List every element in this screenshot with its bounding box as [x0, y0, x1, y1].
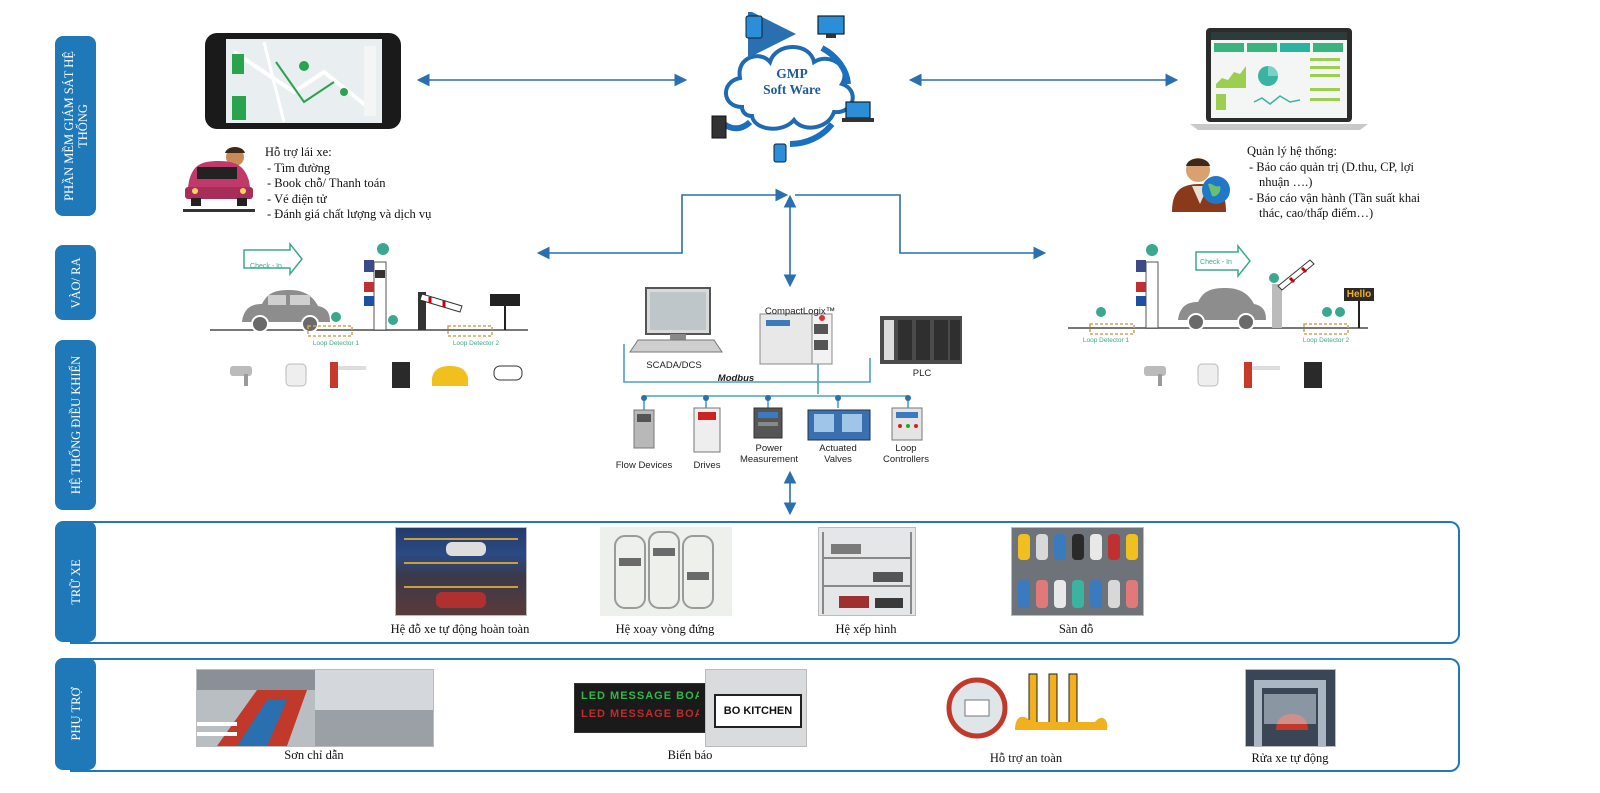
drive-icon: [693, 407, 721, 453]
scada-label: SCADA/DCS: [646, 360, 702, 371]
loop-controller-icon: [891, 407, 923, 441]
vehicle-outline-icon: [493, 365, 523, 381]
check-in-arrow: [243, 242, 303, 277]
storage-caption-automated: Hệ đỗ xe tự động hoàn toàn: [390, 622, 530, 636]
hello-sign-text: Hello: [1346, 289, 1372, 300]
driver-support-text: Hỗ trợ lái xe: Tìm đường Book chỗ/ Thanh…: [265, 145, 431, 223]
guidance-paint-photo: [196, 669, 434, 747]
storage-caption-rotary: Hệ xoay vòng đứng: [615, 622, 715, 636]
exit-loop-detector-2: [1303, 323, 1349, 335]
tablet-icon: [745, 15, 763, 39]
arrow-entry-lane: [536, 188, 789, 260]
exit-loop2-label: Loop Detector 2: [1302, 337, 1350, 344]
exit-loop-detector-1: [1089, 323, 1135, 335]
control-system-diagram: [623, 287, 962, 453]
laptop-icon: [845, 101, 871, 119]
modbus-label: Modbus: [717, 373, 755, 384]
aux-caption-safety: Hỗ trợ an toàn: [989, 751, 1063, 765]
device-label-drives: Drives: [693, 460, 721, 471]
compactlogix-label: CompactLogix™: [764, 306, 836, 317]
yellow-car-icon: [432, 366, 468, 386]
label-entry-exit: VÀO/ RA: [55, 245, 96, 320]
loop-detector-1: [307, 325, 353, 337]
sensor-icon: [392, 362, 410, 388]
label-storage: TRỮ XE: [55, 521, 96, 642]
plc-rack-icon: [880, 316, 962, 364]
puzzle-parking-photo: [818, 527, 916, 616]
car-wash-photo: [1245, 669, 1336, 747]
storage-caption-lot: Sàn đỗ: [1058, 622, 1094, 636]
card-reader-icon: [285, 363, 307, 387]
safety-equipment-photo: [944, 669, 1110, 747]
actuated-valve-icon: [807, 409, 871, 441]
automated-parking-photo: [395, 527, 527, 616]
cloud-label: GMP Soft Ware: [763, 66, 821, 97]
exit-check-in-arrow: [1195, 243, 1251, 279]
system-management-text: Quản lý hệ thống: Báo cáo quản trị (D.th…: [1247, 144, 1422, 222]
exit-sensor-icon: [1304, 362, 1322, 388]
server-icon: [711, 115, 727, 139]
vertical-rotary-photo: [600, 527, 732, 616]
cloud-diagram: [711, 12, 874, 163]
manager-globe-icon: [1172, 158, 1230, 212]
cloud-icon: [724, 45, 855, 131]
smartphone-map-icon: [205, 33, 401, 129]
exit-loop1-label: Loop Detector 1: [1082, 337, 1130, 344]
entry-lane-diagram: [210, 242, 528, 388]
barrier-icon: [330, 362, 338, 388]
display-board-icon: [490, 294, 520, 306]
device-label-flow: Flow Devices: [615, 460, 673, 471]
label-control-system: HỆ THỐNG ĐIỀU KHIỂN: [55, 340, 96, 510]
exit-barrier-icon: [1272, 284, 1282, 328]
storage-caption-puzzle: Hệ xếp hình: [835, 622, 897, 636]
led-board-photo: LED MESSAGE BOARD LED MESSAGE BOARD: [574, 683, 706, 733]
exit-check-in-label: Check - In: [1200, 259, 1232, 266]
phone-small-icon: [773, 143, 787, 163]
entry-check-in-label: Check - In: [250, 263, 282, 270]
storage-frame: [70, 521, 1460, 644]
exit-car-icon: [1178, 288, 1266, 320]
loop-detector-2: [447, 325, 493, 337]
arrow-exit-lane: [795, 194, 1047, 260]
driver-car-icon: [183, 147, 255, 212]
label-auxiliary: PHỤ TRỢ: [55, 658, 96, 770]
exit-lane-diagram: [1068, 243, 1374, 388]
exit-card-reader-icon: [1197, 363, 1219, 387]
laptop-dashboard-icon: [1190, 28, 1368, 130]
parking-lot-photo: [1011, 527, 1144, 616]
auxiliary-frame: [70, 658, 1460, 772]
entry-loop1-label: Loop Detector 1: [312, 340, 360, 347]
aux-caption-carwash: Rửa xe tự động: [1251, 751, 1329, 765]
power-meter-icon: [753, 407, 783, 439]
aux-caption-paint: Sơn chỉ dẫn: [284, 748, 344, 762]
plc-label: PLC: [912, 368, 932, 379]
label-monitoring-software: PHẦN MỀM GIÁM SÁT HỆ THỐNG: [55, 36, 96, 216]
exit-camera-icon: [1144, 366, 1166, 376]
camera-icon: [230, 366, 252, 376]
desktop-icon: [817, 15, 845, 35]
exit-gate-icon: [1244, 362, 1252, 388]
hello-sign-icon: [1344, 288, 1374, 301]
flow-device-icon: [633, 409, 655, 449]
exit-ticket-kiosk-icon: [1145, 261, 1159, 329]
entry-loop2-label: Loop Detector 2: [452, 340, 500, 347]
compactlogix-controller-icon: [759, 313, 833, 365]
scada-computer-icon: [629, 287, 723, 353]
box-sign-photo: BO KITCHEN: [705, 669, 807, 747]
aux-caption-sign: Biển báo: [667, 748, 713, 762]
